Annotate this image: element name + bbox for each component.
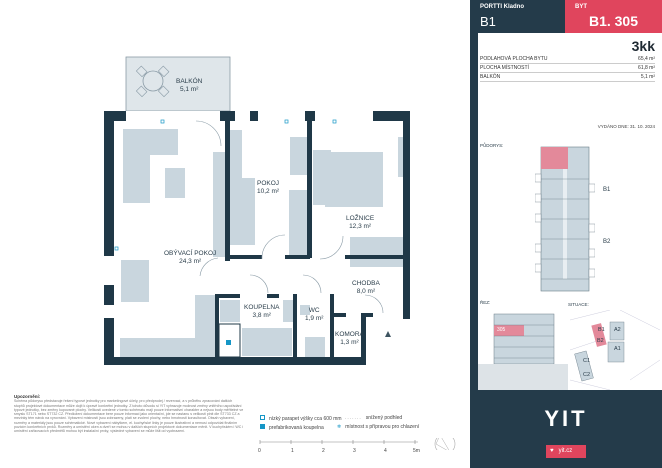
label-b1: B1: [603, 187, 611, 193]
section-diagram: [478, 313, 568, 390]
situation-b2: B2: [597, 338, 604, 344]
legend-cooling: ❄místnost s přípravou pro chlazení: [337, 424, 420, 430]
walls: [104, 111, 410, 365]
north-arrow-icon: [434, 438, 456, 450]
prefab-bathroom-marker: [226, 340, 231, 345]
building-plan-diagram: [535, 146, 595, 292]
website-link[interactable]: ♥ yit.cz: [546, 445, 586, 458]
prefab-icon: [260, 424, 265, 429]
situation-c2: C2: [583, 372, 591, 378]
label-b2: B2: [603, 239, 611, 245]
situation-a2: A2: [614, 327, 621, 333]
snowflake-icon: ❄: [337, 424, 342, 430]
cut-section-title: ŘEZ:: [480, 300, 491, 305]
building-label: B1: [480, 14, 496, 29]
balcony-table: [142, 70, 164, 92]
project-header: PORTTI Kladno B1: [470, 0, 565, 33]
scale-tick: 5m: [413, 448, 420, 454]
parapet-icon: [260, 415, 265, 420]
unit-label: BYT: [575, 4, 587, 10]
disclaimer-title: Upozornění:: [14, 394, 41, 399]
scale-tick: 3: [353, 448, 356, 454]
scale-tick: 2: [322, 448, 325, 454]
plan-section-title: PŮDORYS:: [480, 143, 504, 148]
unit-number: B1. 305: [588, 13, 639, 29]
situation-map: [570, 310, 660, 390]
situation-c1: C1: [583, 358, 591, 364]
layout-type: 3kk: [631, 38, 655, 54]
dotted-line-icon: .......: [345, 415, 362, 421]
legend-parapet: nízký parapet výšky cca 600 mm: [260, 415, 342, 422]
website-text[interactable]: yit.cz: [558, 448, 573, 454]
floor-plan: [104, 56, 410, 365]
disclaimer-text: Schéma půdorysu představuje řešení typov…: [14, 399, 244, 434]
yit-logo: YIT: [544, 406, 588, 431]
scale-tick: 4: [384, 448, 387, 454]
situation-b1: B1: [598, 327, 605, 333]
scale-bar: [259, 438, 456, 450]
scale-tick: 1: [291, 448, 294, 454]
legend-ceiling: .......snížený podhled: [345, 415, 403, 421]
heart-icon: ♥: [550, 448, 554, 454]
situation-a1: A1: [614, 346, 621, 352]
entrance-arrow-icon: [385, 331, 391, 337]
issued-date: VYDÁNO DNE: 31. 10. 2024: [597, 124, 655, 129]
unit-header: BYT B1. 305: [565, 0, 662, 33]
brand-footer: YIT ♥ yit.cz: [470, 390, 662, 468]
parapet-markers: [114, 119, 337, 251]
doors: [195, 120, 384, 314]
legend-prefab: prefabrikovaná koupelna: [260, 424, 324, 431]
scale-tick: 0: [258, 448, 261, 454]
situation-title: SITUACE:: [568, 302, 589, 307]
section-highlight-label: 305: [497, 327, 506, 333]
disclaimer: Upozornění: Schéma půdorysu představuje …: [14, 394, 244, 434]
project-name: PORTTI Kladno: [480, 4, 524, 10]
